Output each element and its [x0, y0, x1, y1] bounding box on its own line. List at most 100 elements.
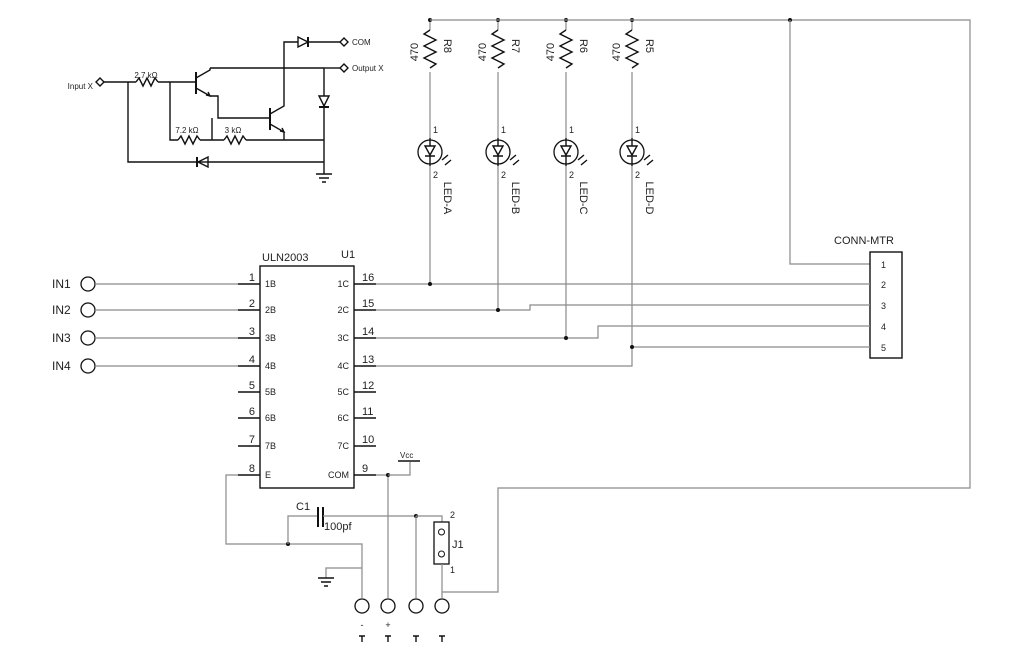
r-2k7-value: 2.7 kΩ: [134, 71, 157, 80]
com-terminal: [339, 37, 349, 47]
conn-pin-2: 2: [881, 280, 886, 290]
power-terminal-4[interactable]: [434, 598, 450, 642]
led-pin1: 1: [569, 125, 574, 135]
led-name: LED-C: [577, 181, 589, 214]
ic-pin-2: 2 2B: [238, 298, 276, 315]
output-x-label: Output X: [352, 64, 384, 73]
r-7k2: [177, 134, 201, 146]
pin-name: 6C: [337, 413, 349, 423]
vcc-label: Vcc: [400, 451, 413, 460]
bottom-terminals: -+: [354, 598, 450, 642]
input-label: IN1: [52, 277, 71, 291]
output-x-terminal: [339, 63, 349, 73]
conn-mtr: CONN-MTR: [834, 235, 903, 359]
resistor-name: R8: [441, 39, 453, 53]
ic-pin-10: 10 7C: [337, 434, 376, 451]
input-in1[interactable]: IN1: [52, 276, 238, 292]
pin-name: 3C: [337, 333, 349, 343]
pin-number: 16: [362, 272, 374, 284]
led-pin2: 2: [501, 170, 506, 180]
r-3k-value: 3 kΩ: [225, 126, 242, 135]
j1-pin2: 2: [450, 510, 455, 520]
top-rail-wire: [430, 19, 971, 593]
uln2003-ic: ULN2003 U1: [259, 249, 355, 489]
input-x-label: Input X: [68, 82, 94, 91]
pin-name: 1C: [337, 279, 349, 289]
terminal-label: +: [385, 620, 390, 630]
conn-mtr-label: CONN-MTR: [834, 235, 894, 247]
clamp-diode: [317, 95, 331, 108]
capacitor-c1: C1 100pf: [296, 501, 418, 533]
led-pin1: 1: [433, 125, 438, 135]
vcc-network: Vcc: [376, 451, 420, 598]
input-in2[interactable]: IN2: [52, 302, 238, 318]
input-in3[interactable]: IN3: [52, 330, 238, 346]
com-diode: [297, 35, 310, 49]
resistor-name: R6: [577, 39, 589, 53]
detail-ground-icon: [316, 173, 332, 183]
pin-name: 7C: [337, 441, 349, 451]
led-name: LED-A: [441, 182, 453, 215]
pin-number: 4: [249, 354, 255, 366]
j1-label: J1: [452, 539, 464, 551]
pin-name: 2C: [337, 305, 349, 315]
ic-ref-label: U1: [341, 249, 355, 261]
pin-number: 1: [249, 272, 255, 284]
power-terminal-3[interactable]: [408, 598, 424, 642]
pin-number: 13: [362, 354, 374, 366]
resistor-value: 470: [477, 43, 489, 61]
jumper-j1: 2 J1 1: [415, 510, 464, 598]
pin-number: 3: [249, 326, 255, 338]
pin-number: 6: [249, 406, 255, 418]
led-pin2: 2: [569, 170, 574, 180]
com-label: COM: [352, 38, 371, 47]
pin-number: 2: [249, 298, 255, 310]
resistor-value: 470: [409, 43, 421, 61]
terminal-label: -: [361, 620, 364, 630]
pin-number: 9: [362, 463, 368, 475]
ic-part-label: ULN2003: [262, 252, 308, 264]
input-in4[interactable]: IN4: [52, 358, 238, 374]
resistor-name: R5: [643, 39, 655, 53]
ic-pin-16: 16 1C: [337, 272, 376, 289]
transistor-q2: [269, 100, 286, 140]
ground-icon: [318, 577, 334, 587]
led-name: LED-B: [509, 182, 521, 214]
r-7k2-value: 7.2 kΩ: [175, 126, 198, 135]
darlington-detail: Input X 2.7 kΩ 7.2 kΩ 3 kΩ: [68, 35, 384, 183]
resistor-value: 470: [611, 43, 623, 61]
led-pin1: 1: [635, 125, 640, 135]
power-terminal-2[interactable]: +: [380, 598, 396, 642]
conn-pin-4: 4: [881, 322, 886, 332]
power-terminal-1[interactable]: -: [354, 598, 370, 642]
pin-name: COM: [328, 470, 349, 480]
c1-value: 100pf: [324, 521, 352, 533]
r-2k7: [135, 76, 159, 88]
resistor-r8: 470 R8: [409, 18, 453, 138]
conn-pin-1: 1: [881, 260, 886, 270]
pin-number: 10: [362, 434, 374, 446]
r-3k: [223, 134, 247, 146]
input-label: IN2: [52, 303, 71, 317]
led-pin2: 2: [635, 170, 640, 180]
input-x-terminal: [95, 77, 105, 87]
ground-network: [225, 474, 363, 598]
pin-name: 2B: [265, 305, 276, 315]
led-pin1: 1: [501, 125, 506, 135]
